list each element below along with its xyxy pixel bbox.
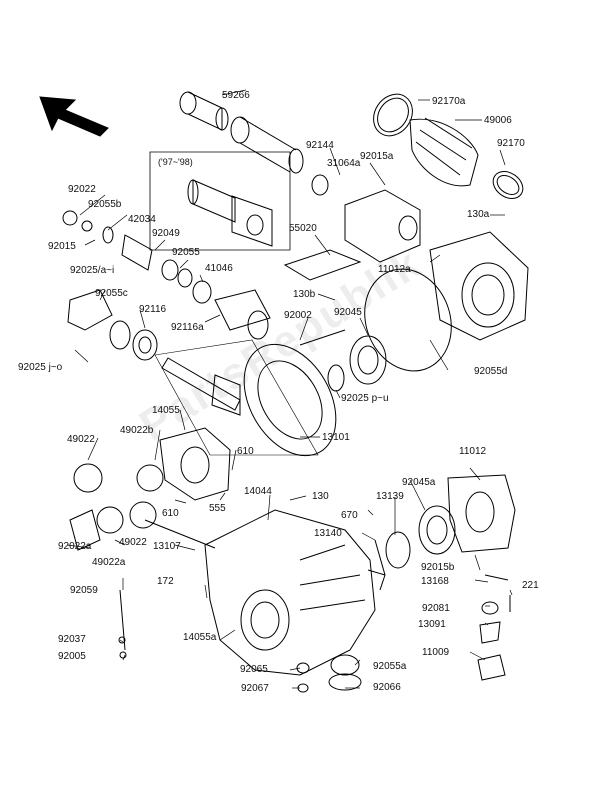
- part-label: 92005: [58, 651, 86, 662]
- bearing-part: [327, 335, 387, 392]
- leader-lines: [66, 89, 513, 689]
- part-label: 92025 j~o: [18, 362, 63, 373]
- part-label: 92066: [373, 682, 401, 693]
- part-label: 41046: [205, 263, 233, 274]
- part-label: 610: [237, 446, 254, 457]
- part-label: 49022: [67, 434, 95, 445]
- part-label: 92015a: [360, 151, 394, 162]
- part-label: 14044: [244, 486, 272, 497]
- part-label: 221: [522, 580, 539, 591]
- housing-cover-part: [364, 231, 529, 372]
- part-label: 13091: [418, 619, 446, 630]
- part-label: 92055c: [95, 288, 128, 299]
- part-label: 11012a: [378, 264, 411, 275]
- part-label: 42034: [128, 214, 156, 225]
- part-label: 610: [162, 508, 179, 519]
- part-label: 13140: [314, 528, 342, 539]
- part-label: 13139: [376, 491, 404, 502]
- drive-shaft-part: [179, 91, 304, 174]
- part-label: 130a: [467, 209, 490, 220]
- part-label: 59266: [222, 90, 250, 101]
- part-label: 92055a: [373, 661, 407, 672]
- part-label: 92015: [48, 241, 76, 252]
- part-label: 92055d: [474, 366, 508, 377]
- joint-part: [283, 174, 421, 281]
- part-label: 92015b: [421, 562, 455, 573]
- variant-box: [149, 151, 291, 251]
- part-label: 92144: [306, 140, 334, 151]
- part-label: 172: [157, 576, 174, 587]
- ring-gear-part: [154, 339, 337, 457]
- part-label: 92045: [334, 307, 362, 318]
- part-label: 11009: [422, 647, 450, 658]
- part-label: 92022a: [58, 541, 92, 552]
- part-label: 14055a: [183, 632, 217, 643]
- part-label: 49022a: [92, 557, 126, 568]
- front-arrow-icon: [39, 96, 109, 137]
- part-label: 92059: [70, 585, 98, 596]
- part-label: 49006: [484, 115, 512, 126]
- part-label: 55020: [289, 223, 317, 234]
- part-label: 92067: [241, 683, 269, 694]
- seal-plate-part: [67, 289, 158, 361]
- part-label: 14055: [152, 405, 180, 416]
- part-label: 92022: [68, 184, 96, 195]
- part-label: 11012: [459, 446, 487, 457]
- pinion-small-parts: [62, 210, 271, 340]
- part-label: 670: [341, 510, 358, 521]
- carrier-part: [69, 427, 231, 551]
- part-label: 92055b: [88, 199, 122, 210]
- bolt-part: [299, 329, 346, 346]
- part-label: 92116: [139, 304, 167, 315]
- variant-note: ('97~'98): [158, 157, 193, 167]
- part-label: 92055: [172, 247, 200, 258]
- part-label: 92116a: [171, 322, 204, 333]
- part-label: 92170: [497, 138, 525, 149]
- part-label: 31064a: [327, 158, 361, 169]
- shift-part: [367, 531, 411, 591]
- part-label: 13107: [153, 541, 181, 552]
- part-label: 92081: [422, 603, 450, 614]
- part-label: 13101: [322, 432, 350, 443]
- part-label: 13168: [421, 576, 449, 587]
- drain-plug-part: [296, 654, 362, 693]
- lower-right-parts: [477, 574, 511, 681]
- part-label: 555: [209, 503, 226, 514]
- part-label: 92002: [284, 310, 312, 321]
- part-label: 49022: [119, 537, 147, 548]
- part-label: 92025/a~i: [70, 265, 115, 276]
- part-label: 92025 p~u: [341, 393, 389, 404]
- part-label: 130: [312, 491, 329, 502]
- main-housing-part: [118, 509, 376, 676]
- part-label: 92049: [152, 228, 180, 239]
- part-label: 92065: [240, 664, 268, 675]
- part-label: 92170a: [432, 96, 466, 107]
- boot-part: [373, 93, 524, 199]
- part-label: 49022b: [120, 425, 154, 436]
- part-label: 92045a: [402, 477, 436, 488]
- side-bearing-part: [418, 474, 516, 555]
- part-label: 130b: [293, 289, 316, 300]
- part-label: 92037: [58, 634, 86, 645]
